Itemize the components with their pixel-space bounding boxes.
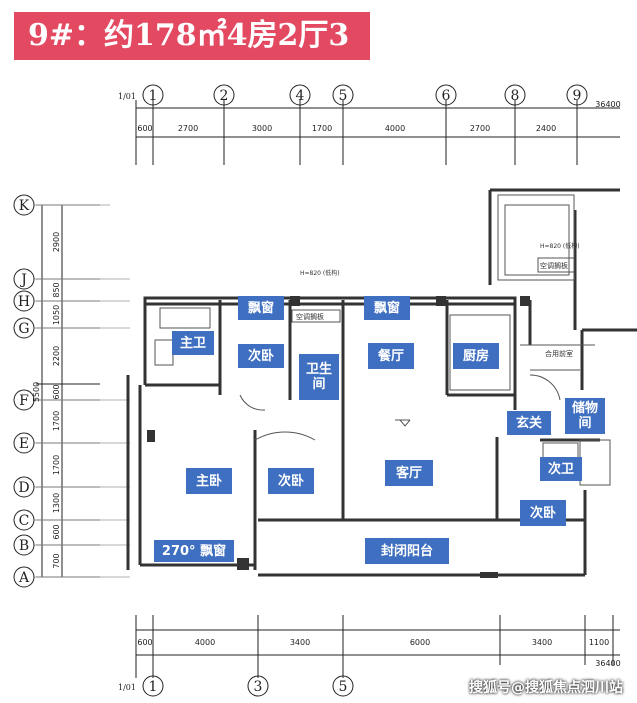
top-dim-3: 3000: [252, 124, 272, 133]
axis-bottom-3: 3: [254, 679, 263, 695]
room-corner-window: 270° 飘窗: [154, 540, 234, 562]
bottom-total: 36400: [595, 659, 620, 668]
axis-bottom-1: 1: [149, 679, 158, 695]
room-storage: 储物间: [565, 398, 605, 434]
thin-lines: [154, 194, 611, 486]
room-master-bath: 主卫: [172, 331, 214, 355]
bottom-dim-6: 1100: [589, 638, 609, 647]
top-dim-7: 2400: [536, 124, 556, 133]
left-axis-bubbles: K J H G F E D C B A: [13, 194, 35, 588]
room-kitchen: 厨房: [453, 343, 499, 369]
ref-label-top: 1/01: [118, 92, 136, 101]
bottom-dimension-lines: [135, 615, 620, 678]
top-dim-1: 600: [137, 124, 152, 133]
left-dim-8: 1300: [52, 493, 61, 513]
top-dimension-lines: [135, 100, 620, 165]
axis-left-k: K: [19, 198, 30, 214]
top-dim-5: 4000: [385, 124, 405, 133]
ac-board-label-2: 空调搁板: [540, 261, 568, 270]
axis-top-9: 9: [573, 88, 582, 104]
column-blocks: [147, 296, 530, 578]
axis-top-2: 2: [220, 88, 229, 104]
axis-left-h: H: [18, 294, 30, 310]
top-dim-2: 2700: [178, 124, 198, 133]
axis-bottom-5: 5: [339, 679, 348, 695]
left-dim-2: 850: [52, 282, 61, 297]
axis-top-4: 4: [296, 88, 305, 104]
room-living: 客厅: [385, 460, 433, 486]
room-balcony: 封闭阳台: [365, 538, 449, 564]
ref-label-bottom: 1/01: [118, 683, 136, 692]
axis-left-a: A: [18, 570, 30, 586]
front-room-label: 合用前室: [545, 349, 573, 358]
left-dimension-lines: [36, 204, 100, 578]
left-dim-4: 2200: [52, 346, 61, 366]
room-foyer: 玄关: [507, 411, 551, 435]
room-second-bath: 次卫: [540, 457, 582, 481]
bottom-dim-5: 3400: [532, 638, 552, 647]
room-bay-window-2: 飘窗: [364, 296, 410, 320]
axis-left-c: C: [19, 513, 30, 529]
axis-left-d: D: [18, 480, 29, 496]
left-dim-5: 600: [52, 384, 61, 399]
left-overall: 5500: [32, 382, 41, 402]
room-bedroom-2: 次卧: [238, 344, 284, 368]
axis-left-f: F: [19, 393, 29, 409]
ac-board-label-1: 空调搁板: [296, 312, 324, 321]
axis-top-6: 6: [442, 88, 451, 104]
top-total: 36400: [595, 100, 620, 109]
axis-left-j: J: [19, 272, 27, 288]
room-master-bed: 主卧: [186, 468, 232, 494]
bottom-dim-3: 3400: [290, 638, 310, 647]
bottom-dim-1: 600: [137, 638, 152, 647]
axis-top-8: 8: [511, 88, 520, 104]
axis-top-1: 1: [149, 88, 158, 104]
walls: [126, 188, 637, 577]
axis-left-e: E: [19, 436, 29, 452]
top-axis-bubbles: 1/01 1 2 4 5 6 8 9: [118, 84, 588, 106]
left-dim-9: 600: [52, 524, 61, 539]
axis-leaders: [34, 204, 130, 578]
left-dim-3: 1050: [52, 305, 61, 325]
left-dim-1: 2900: [52, 232, 61, 252]
height-note-1: H=820 (低构): [300, 269, 340, 277]
bottom-axis-bubbles: 1/01 1 3 5: [118, 675, 354, 697]
axis-top-5: 5: [339, 88, 348, 104]
left-dim-7: 1700: [52, 455, 61, 475]
top-dim-4: 1700: [312, 124, 332, 133]
top-dim-6: 2700: [470, 124, 490, 133]
room-dining: 餐厅: [368, 343, 414, 369]
page-title: 9#：约178㎡4房2厅3卫: [14, 12, 370, 101]
room-bathroom: 卫生间: [299, 354, 339, 400]
height-note-2: H=820 (低构): [540, 242, 580, 250]
axis-left-b: B: [19, 538, 29, 554]
axis-left-g: G: [18, 321, 29, 337]
room-bedroom-3: 次卧: [268, 468, 314, 494]
left-dim-6: 1700: [52, 411, 61, 431]
bottom-dim-4: 6000: [410, 638, 430, 647]
bottom-dim-2: 4000: [195, 638, 215, 647]
watermark: 搜狐号@搜狐焦点泗川站: [469, 680, 623, 696]
left-dim-10: 700: [52, 553, 61, 568]
room-bay-window-1: 飘窗: [238, 296, 284, 320]
room-bedroom-4: 次卧: [520, 500, 566, 526]
